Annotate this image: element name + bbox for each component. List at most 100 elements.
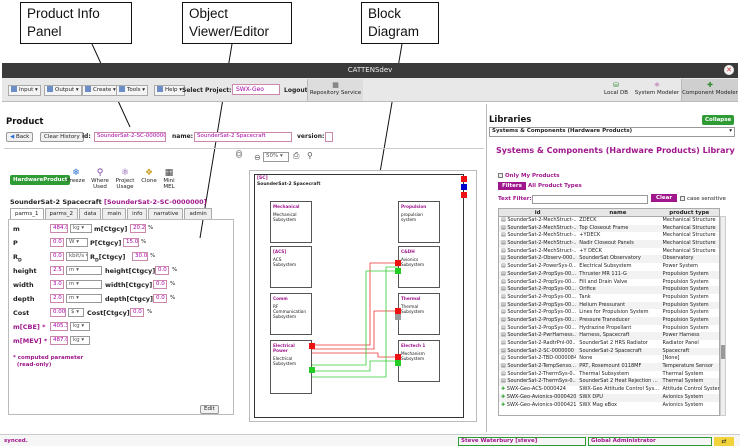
port-root-3[interactable]	[461, 192, 467, 198]
depth-unit-select[interactable]: m ▾	[66, 294, 102, 303]
where-used-button[interactable]: ⚲Where Used	[91, 168, 109, 190]
repository-service-button[interactable]: ▦Repository Service	[307, 79, 363, 101]
panel-splitter[interactable]	[486, 104, 487, 432]
table-row[interactable]: ▤ SounderSat-2-PropSys-00...Lines for Pr…	[499, 309, 719, 317]
local-db-button[interactable]: ⛁Local DB	[598, 79, 634, 101]
help-menu-button[interactable]: Help ▾	[154, 85, 186, 96]
table-row[interactable]: ▤ SounderSat-2-PowerSys-0...Electrical S…	[499, 263, 719, 271]
column-id[interactable]: id	[534, 210, 541, 216]
table-row[interactable]: ▤ SounderSat-2-MechStruct-...Nadir Close…	[499, 240, 719, 248]
print-icon[interactable]: ⎙	[293, 151, 300, 160]
port-thermal-in-2[interactable]	[395, 314, 401, 320]
id-field[interactable]: SounderSat-2-SC-0000000	[94, 132, 166, 142]
cost-value-field[interactable]: 0.00	[50, 308, 66, 317]
table-row[interactable]: ▤ SounderSat-2-PropSys-00...Hydrazine Pr…	[499, 325, 719, 333]
tab-main[interactable]: main	[102, 208, 127, 219]
component-modeler-button[interactable]: ✚Component Modeler	[681, 79, 738, 101]
cost-unit-select[interactable]: $ ▾	[68, 308, 84, 317]
depth-ctgcy-field[interactable]: 0.0	[153, 294, 167, 303]
table-row[interactable]: ▤ SounderSat-2-ThermSys-0...Thermal Subs…	[499, 371, 719, 379]
name-field[interactable]: SounderSat-2 Spacecraft	[194, 132, 292, 142]
width-value-field[interactable]: 3.0	[50, 280, 64, 289]
clear-filter-button[interactable]: Clear	[651, 194, 678, 202]
only-my-products-checkbox[interactable]: Only My Products	[498, 173, 560, 179]
table-row[interactable]: ▤ SounderSat-2-PropSys-00...Fill and Dra…	[499, 279, 719, 287]
port-electech-in-2[interactable]	[395, 360, 401, 366]
table-row[interactable]: ▤ SounderSat-2-PropSys-00...Pressure Tra…	[499, 316, 719, 325]
table-row[interactable]: ▤ SounderSat-2-ThermSys-0...SounderSat 2…	[499, 378, 719, 387]
library-scrollbar[interactable]	[720, 216, 726, 416]
library-select[interactable]: Systems & Components (Hardware Products)…	[489, 127, 735, 137]
tab-data[interactable]: data	[79, 208, 102, 219]
zoom-select[interactable]: 50% ▾	[263, 152, 289, 162]
port-root-1[interactable]	[461, 176, 467, 182]
m-unit-select[interactable]: kg ▾	[70, 224, 92, 233]
freeze-button[interactable]: ❄Freeze	[67, 168, 85, 184]
version-field[interactable]	[325, 132, 333, 142]
width-ctgcy-field[interactable]: 0.0	[153, 280, 167, 289]
case-sensitive-checkbox[interactable]: case sensitive	[680, 196, 726, 202]
clear-history-button[interactable]: Clear History	[40, 132, 84, 142]
tab-parms-1[interactable]: parms_1	[10, 208, 44, 219]
create-menu-button[interactable]: Create ▾	[82, 85, 119, 96]
block-acs[interactable]: [ACS]ACS Subsystem	[270, 246, 312, 288]
mini-mel-button[interactable]: ▦Mini MEL	[160, 168, 178, 190]
system-modeler-button[interactable]: ⚛System Modeler	[634, 79, 680, 101]
logout-label[interactable]: Logout:	[284, 87, 310, 94]
message-status-icon[interactable]: ⇄	[714, 437, 734, 446]
tab-admin[interactable]: admin	[184, 208, 212, 219]
port-power-out[interactable]	[309, 343, 315, 349]
table-row[interactable]: ▤ SounderSat-2-TempSenso...PRT, Rosemoun…	[499, 363, 719, 371]
edit-button[interactable]: Edit	[200, 405, 219, 414]
collapse-button[interactable]: Collapse	[702, 115, 735, 125]
zoom-out-icon[interactable]: ⊖	[254, 153, 261, 162]
table-row[interactable]: ▤ SounderSat-2-PwrHarness...Harness, Spa…	[499, 332, 719, 340]
height-ctgcy-field[interactable]: 0.0	[155, 266, 169, 275]
depth-value-field[interactable]: 2.0	[50, 294, 64, 303]
close-window-icon[interactable]: ✕	[724, 65, 734, 75]
project-usage-button[interactable]: ⚛Project Usage	[115, 168, 135, 190]
column-name[interactable]: name	[609, 210, 627, 216]
width-unit-select[interactable]: m ▾	[66, 280, 102, 289]
port-electech-in[interactable]	[395, 354, 401, 360]
mmev-unit-select[interactable]: kg ▾	[70, 336, 90, 345]
port-cdh-in[interactable]	[395, 260, 401, 266]
p-ctgcy-field[interactable]: 15.0	[123, 238, 139, 247]
p-value-field[interactable]: 0.0	[50, 238, 64, 247]
height-value-field[interactable]: 2.5	[50, 266, 64, 275]
column-product-type[interactable]: product type	[669, 210, 710, 216]
table-row[interactable]: ▤ SounderSat-2-PropSys-00...Thruster MR …	[499, 270, 719, 279]
layout-icon[interactable]: ⚲	[307, 151, 313, 160]
table-row[interactable]: ▤ SounderSat-2-Observ-000...SounderSat O…	[499, 255, 719, 264]
p-unit-select[interactable]: W ▾	[66, 238, 88, 247]
port-cdh-in-2[interactable]	[395, 268, 401, 274]
output-menu-button[interactable]: Output ▾	[44, 85, 82, 96]
text-filter-input[interactable]	[532, 195, 648, 204]
tab-info[interactable]: info	[127, 208, 148, 219]
collapse-viewer-icon[interactable]	[236, 152, 242, 158]
rd-ctgcy-field[interactable]: 30.0	[132, 252, 148, 261]
tab-narrative[interactable]: narrative	[148, 208, 184, 219]
m-value-field[interactable]: 484.0	[50, 224, 68, 233]
filters-button[interactable]: Filters	[498, 182, 526, 190]
height-unit-select[interactable]: m ▾	[66, 266, 102, 275]
table-row[interactable]: ▤ SounderSat-2-PropSys-00...Helium Press…	[499, 301, 719, 310]
rd-value-field[interactable]: 0.0	[50, 252, 64, 261]
project-selector[interactable]: SWX-Geo	[232, 84, 280, 95]
input-menu-button[interactable]: Input ▾	[8, 85, 41, 96]
